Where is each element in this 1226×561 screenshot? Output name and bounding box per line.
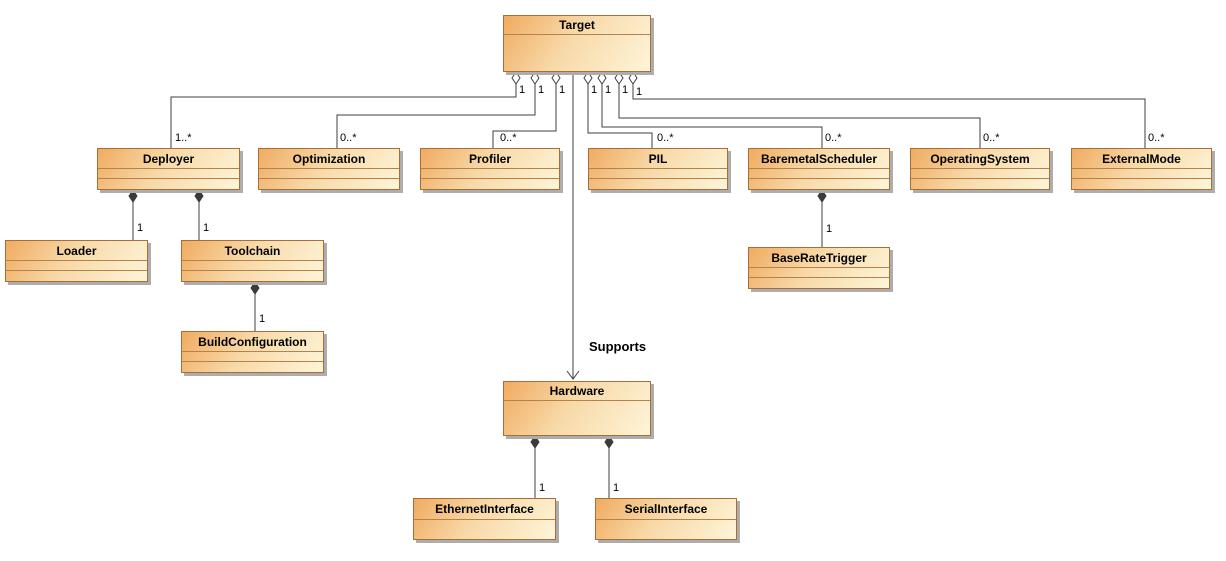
- class-operations-profiler: [421, 178, 559, 189]
- class-operations-toolchain: [182, 270, 323, 281]
- composition-diamond-icons: [128, 189, 827, 449]
- class-attributes-optimization: [259, 168, 399, 178]
- open-arrowhead-icon: [566, 370, 580, 380]
- class-title-external-mode: ExternalMode: [1102, 151, 1181, 166]
- class-attributes-loader: [6, 260, 147, 270]
- aggregation-diamond-icons: [511, 71, 638, 85]
- class-base-rate-trigger[interactable]: BaseRateTrigger: [748, 247, 890, 289]
- multiplicity-target-pil-dst: 0..*: [657, 132, 674, 144]
- class-operating-system[interactable]: OperatingSystem: [910, 148, 1050, 190]
- edge-target-deployer: [170, 84, 517, 148]
- multiplicity-target-profiler-src: 1: [559, 84, 566, 96]
- class-attributes-build-configuration: [182, 351, 323, 361]
- class-attributes-toolchain: [182, 260, 323, 270]
- class-pil[interactable]: PIL: [588, 148, 728, 190]
- multiplicity-target-baremetalscheduler-dst: 0..*: [825, 132, 842, 144]
- multiplicity-target-baremetalscheduler-src: 1: [605, 84, 612, 96]
- class-title-deployer: Deployer: [142, 151, 195, 166]
- class-external-mode[interactable]: ExternalMode: [1071, 148, 1212, 190]
- edge-target-pil: [587, 84, 653, 148]
- class-title-hardware: Hardware: [549, 384, 605, 398]
- multiplicity-hardware-ethernetinterface: 1: [539, 482, 546, 494]
- class-target[interactable]: Target: [503, 15, 651, 72]
- class-title-operating-system: OperatingSystem: [930, 151, 1030, 166]
- multiplicity-deployer-loader: 1: [137, 222, 144, 234]
- class-attributes-external-mode: [1072, 168, 1211, 178]
- class-title-pil: PIL: [648, 151, 668, 166]
- association-name-supports: Supports: [589, 339, 647, 354]
- edge-target-operatingsystem: [618, 84, 981, 148]
- multiplicity-target-optimization-src: 1: [538, 84, 545, 96]
- class-operations-baremetal-scheduler: [749, 178, 889, 189]
- class-operations-pil: [589, 178, 727, 189]
- class-title-optimization: Optimization: [292, 151, 366, 166]
- multiplicity-target-externalmode-src: 1: [636, 86, 643, 98]
- class-title-baremetal-scheduler: BaremetalScheduler: [760, 151, 878, 166]
- multiplicity-target-optimization-dst: 0..*: [340, 132, 357, 144]
- multiplicity-hardware-serialinterface: 1: [613, 482, 620, 494]
- multiplicity-toolchain-buildconfiguration: 1: [259, 313, 266, 325]
- class-operations-base-rate-trigger: [749, 277, 889, 288]
- class-baremetal-scheduler[interactable]: BaremetalScheduler: [748, 148, 890, 190]
- class-hardware[interactable]: Hardware: [503, 381, 651, 436]
- edge-target-optimization: [336, 84, 536, 148]
- class-attributes-base-rate-trigger: [749, 267, 889, 277]
- class-title-toolchain: Toolchain: [224, 243, 281, 258]
- multiplicity-target-deployer-dst: 1..*: [175, 132, 192, 144]
- class-title-serial-interface: SerialInterface: [624, 502, 708, 516]
- class-attributes-profiler: [421, 168, 559, 178]
- class-operations-deployer: [98, 178, 239, 189]
- class-profiler[interactable]: Profiler: [420, 148, 560, 190]
- class-operations-operating-system: [911, 178, 1049, 189]
- class-title-ethernet-interface: EthernetInterface: [435, 502, 534, 516]
- multiplicity-baremetalscheduler-baseratetrigger: 1: [826, 223, 833, 235]
- class-title-loader: Loader: [56, 243, 97, 258]
- class-title-build-configuration: BuildConfiguration: [198, 334, 307, 349]
- class-title-target: Target: [559, 18, 595, 32]
- class-body-serial-interface: [596, 519, 736, 539]
- class-operations-optimization: [259, 178, 399, 189]
- multiplicity-target-pil-src: 1: [591, 84, 598, 96]
- multiplicity-target-externalmode-dst: 0..*: [1148, 132, 1165, 144]
- multiplicity-target-profiler-dst: 0..*: [500, 132, 517, 144]
- multiplicity-target-operatingsystem-src: 1: [622, 84, 629, 96]
- class-operations-external-mode: [1072, 178, 1211, 189]
- class-loader[interactable]: Loader: [5, 240, 148, 282]
- class-attributes-operating-system: [911, 168, 1049, 178]
- class-attributes-deployer: [98, 168, 239, 178]
- class-title-profiler: Profiler: [468, 151, 511, 166]
- multiplicity-deployer-toolchain: 1: [203, 222, 210, 234]
- edge-target-profiler: [492, 84, 557, 148]
- class-optimization[interactable]: Optimization: [258, 148, 400, 190]
- class-body-ethernet-interface: [414, 519, 555, 539]
- class-operations-build-configuration: [182, 361, 323, 372]
- class-body-target: [504, 34, 650, 71]
- class-toolchain[interactable]: Toolchain: [181, 240, 324, 282]
- class-body-hardware: [504, 400, 650, 435]
- edge-target-baremetalscheduler: [601, 84, 823, 148]
- edge-target-externalmode: [632, 84, 1146, 148]
- class-serial-interface[interactable]: SerialInterface: [595, 498, 737, 540]
- class-operations-loader: [6, 270, 147, 281]
- multiplicity-target-deployer-src: 1: [519, 84, 526, 96]
- multiplicity-target-operatingsystem-dst: 0..*: [983, 132, 1000, 144]
- class-title-base-rate-trigger: BaseRateTrigger: [771, 250, 867, 265]
- class-attributes-baremetal-scheduler: [749, 168, 889, 178]
- class-ethernet-interface[interactable]: EthernetInterface: [413, 498, 556, 540]
- class-attributes-pil: [589, 168, 727, 178]
- class-build-configuration[interactable]: BuildConfiguration: [181, 331, 324, 373]
- class-deployer[interactable]: Deployer: [97, 148, 240, 190]
